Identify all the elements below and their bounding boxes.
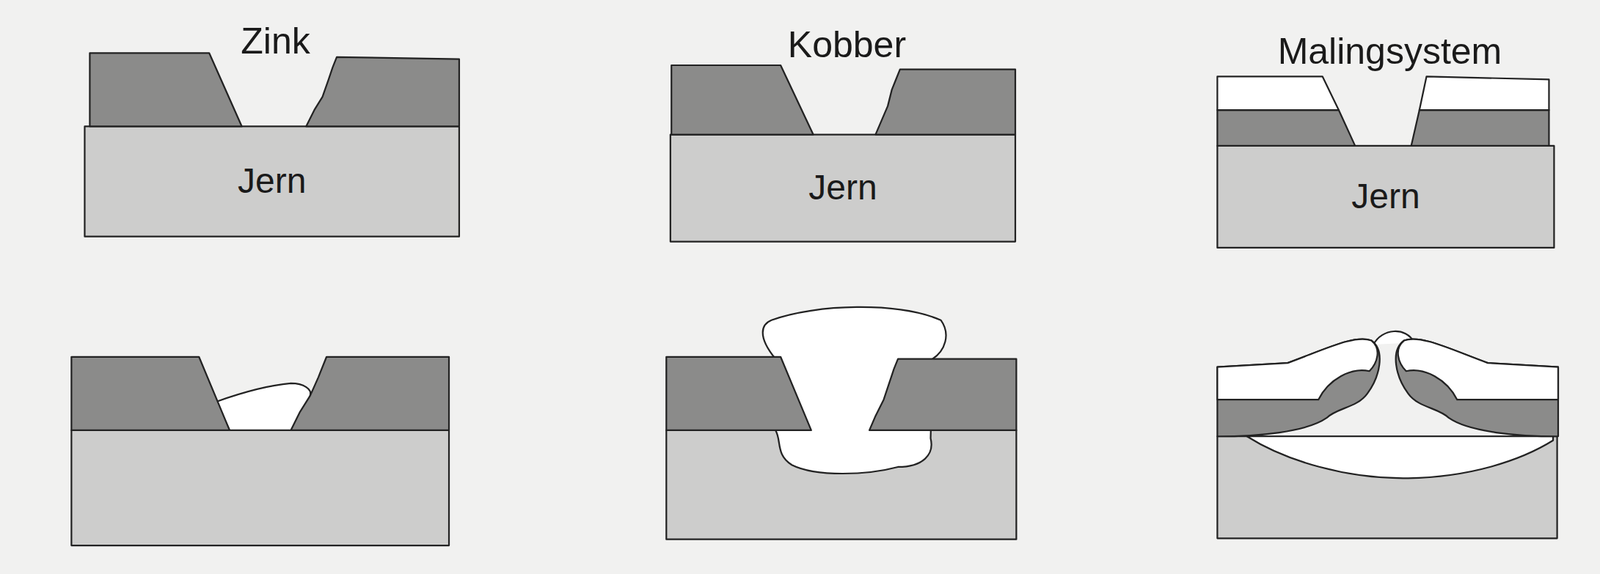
paint-layer: [1217, 76, 1339, 111]
coating-heading: Zink: [240, 20, 310, 61]
material-name: Jern: [237, 162, 306, 202]
primer-layer: [1217, 110, 1355, 146]
zinc-coating: [71, 357, 230, 431]
zinc-coating: [305, 57, 460, 127]
iron-block: [670, 134, 1016, 243]
iron-block: [1217, 145, 1554, 248]
iron-block-label: Jern: [1217, 145, 1554, 248]
material-name: Jern: [808, 168, 877, 208]
zinc-coating: [89, 52, 242, 127]
copper-coating: [671, 65, 813, 135]
paint-layer: [1419, 76, 1550, 111]
iron-block-label: Jern: [670, 134, 1016, 243]
iron-block: [1217, 436, 1557, 539]
corrosion-blister: [1247, 436, 1554, 479]
zinc-coating: [290, 357, 449, 431]
coating-heading: Kobber: [787, 24, 907, 66]
copper-coating: [875, 69, 1016, 135]
iron-block-label: Jern: [84, 126, 459, 237]
iron-block: [84, 126, 459, 237]
lifted-coating: [1217, 339, 1380, 438]
primer-layer: [1411, 110, 1550, 146]
iron-block: [71, 430, 449, 546]
copper-coating: [666, 357, 812, 431]
material-name: Jern: [1351, 177, 1420, 217]
coating-heading: Malingsystem: [1277, 30, 1503, 72]
copper-coating: [869, 359, 1017, 431]
lifted-coating: [1396, 339, 1559, 438]
